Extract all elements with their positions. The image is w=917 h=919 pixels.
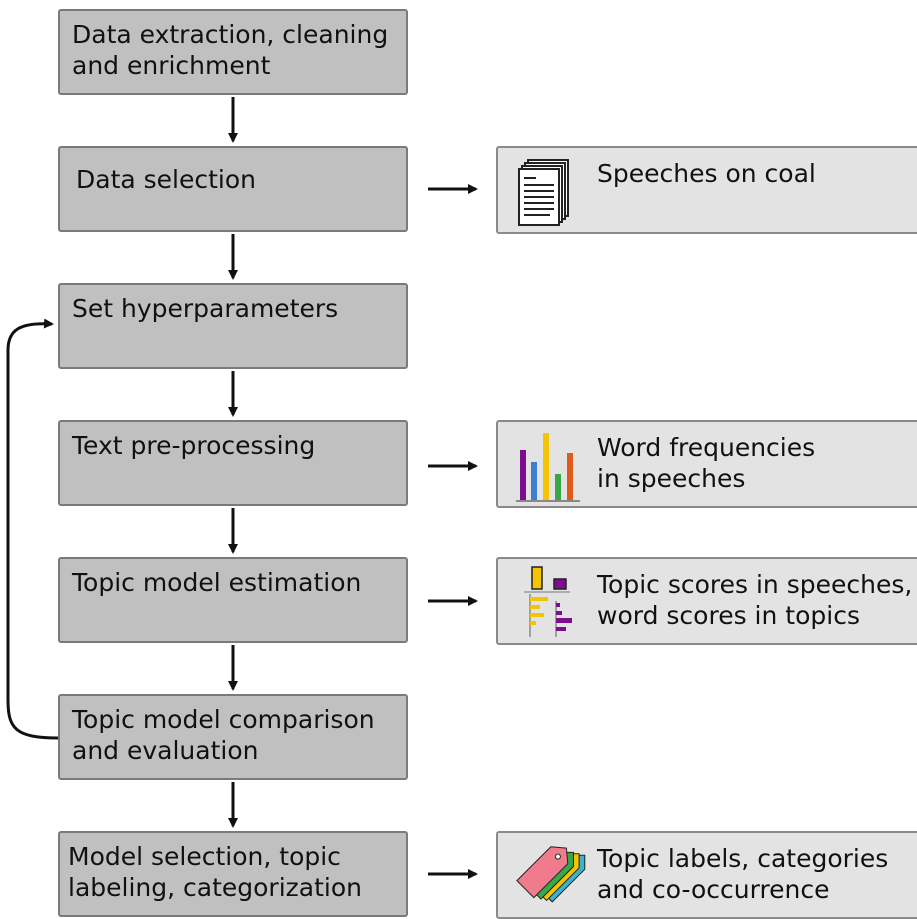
output-speeches-on-coal: Speeches on coal [496,146,917,234]
output-label: Topic scores in speeches, word scores in… [597,570,913,630]
step-label: Text pre-processing [72,431,316,460]
bar-chart-icon [516,433,580,502]
output-topic-scores: Topic scores in speeches, word scores in… [496,557,917,645]
step-set-hyperparameters: Set hyperparameters [58,283,408,369]
step-data-extraction: Data extraction, cleaning and enrichment [58,9,408,95]
step-label: Topic model comparison and evaluation [72,705,375,765]
output-arrows [428,184,478,879]
score-bars-icon [524,566,572,637]
step-topic-model-estimation: Topic model estimation [58,557,408,643]
tags-icon [516,846,586,903]
step-data-selection: Data selection [58,146,408,232]
step-label: Topic model estimation [72,568,362,597]
output-label: Speeches on coal [597,159,816,188]
output-topic-labels: Topic labels, categories and co-occurren… [496,831,917,919]
step-label: Set hyperparameters [72,294,339,323]
step-text-preprocessing: Text pre-processing [58,420,408,506]
step-topic-model-comparison: Topic model comparison and evaluation [58,694,408,780]
step-label: Data extraction, cleaning and enrichment [72,20,389,80]
output-label: Topic labels, categories and co-occurren… [597,844,889,904]
documents-icon [518,159,569,226]
step-label: Model selection, topic labeling, categor… [68,842,362,902]
output-label: Word frequencies in speeches [597,433,816,493]
step-model-selection: Model selection, topic labeling, categor… [58,831,408,917]
feedback-loop-arrow [6,318,59,740]
step-label: Data selection [76,165,257,194]
output-word-frequencies: Word frequencies in speeches [496,420,917,508]
